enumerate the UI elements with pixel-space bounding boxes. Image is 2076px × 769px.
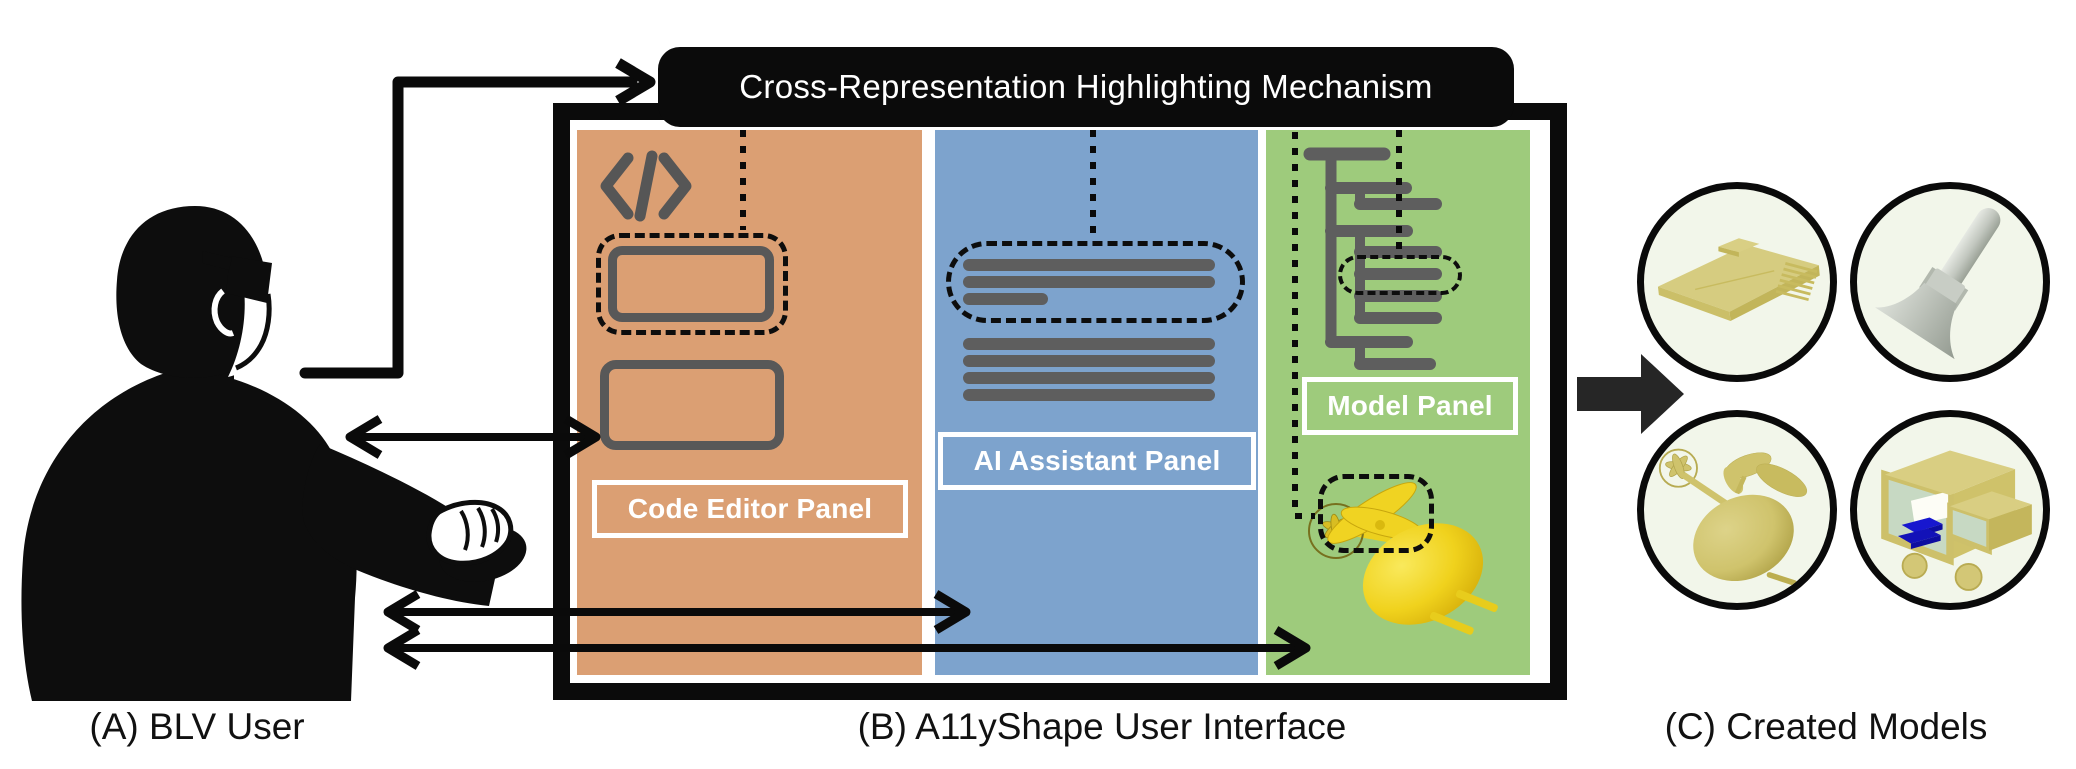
person-chin-line bbox=[234, 293, 272, 371]
chat-text-line bbox=[963, 355, 1215, 367]
model-hierarchy-tree-icon bbox=[1303, 147, 1442, 370]
model-panel-label: Model Panel bbox=[1302, 377, 1518, 435]
chat-text-line bbox=[963, 259, 1215, 271]
code-icon bbox=[600, 150, 692, 222]
banner-label: Cross-Representation Highlighting Mechan… bbox=[739, 68, 1433, 105]
blv-user-figure bbox=[21, 206, 527, 701]
person-silhouette bbox=[21, 206, 527, 701]
highlighted-rotor-outline bbox=[1318, 474, 1434, 553]
caption-created-models: (C) Created Models bbox=[1664, 706, 1988, 747]
helicopter-3d-icon bbox=[1658, 448, 1808, 586]
model-panel-label-text: Model Panel bbox=[1327, 390, 1493, 421]
person-body bbox=[21, 368, 357, 701]
ai-assistant-panel-label: AI Assistant Panel bbox=[938, 432, 1256, 490]
finger-line bbox=[476, 506, 487, 548]
finger-line bbox=[490, 507, 501, 543]
flat-plate-3d-icon bbox=[1657, 238, 1820, 322]
car-3d-icon bbox=[1881, 450, 2032, 591]
chat-text-line bbox=[963, 338, 1215, 350]
glasses-temple bbox=[202, 251, 232, 270]
highlighted-code-chunk-outline bbox=[596, 233, 788, 335]
ai-assistant-panel-label-text: AI Assistant Panel bbox=[973, 445, 1221, 476]
code-editor-panel-label-text: Code Editor Panel bbox=[627, 493, 873, 524]
chat-text-line bbox=[963, 389, 1215, 401]
rocket-3d-icon bbox=[1875, 208, 2001, 360]
chat-text-line bbox=[963, 372, 1215, 384]
highlighted-chat-message-outline bbox=[946, 241, 1245, 323]
created-model-rocket bbox=[1850, 182, 2050, 382]
person-hand bbox=[426, 499, 514, 566]
code-chunk-2 bbox=[600, 360, 784, 450]
helicopter-3d-model bbox=[1308, 482, 1498, 635]
caption-blv-user: (A) BLV User bbox=[89, 706, 305, 747]
caption-interface: (B) A11yShape User Interface bbox=[857, 706, 1347, 747]
heli-skid bbox=[1455, 589, 1498, 612]
finger-line bbox=[459, 509, 470, 551]
highlighted-tree-node-outline bbox=[1338, 255, 1462, 295]
heli-skid bbox=[1429, 611, 1474, 635]
glasses-icon bbox=[226, 256, 272, 303]
code-editor-panel-label: Code Editor Panel bbox=[592, 480, 908, 538]
rotor-hub bbox=[1375, 520, 1385, 530]
created-model-car bbox=[1850, 410, 2050, 610]
cross-representation-banner: Cross-Representation Highlighting Mechan… bbox=[658, 47, 1514, 127]
person-ear bbox=[211, 288, 235, 337]
ai-assistant-panel bbox=[935, 130, 1258, 675]
created-model-helicopter bbox=[1637, 410, 1837, 610]
created-model-plate bbox=[1637, 182, 1837, 382]
chat-text-line bbox=[963, 276, 1215, 288]
